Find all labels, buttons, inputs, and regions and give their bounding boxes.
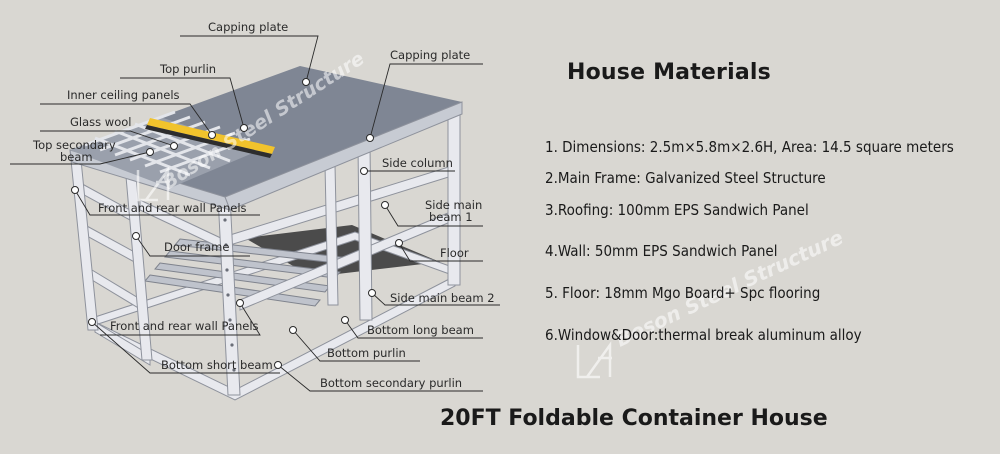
label-top-secondary-beam-2: beam [60, 150, 93, 164]
label-front-rear-wall-panels-top: Front and rear wall Panels [98, 201, 247, 215]
label-front-rear-wall-panels-bottom: Front and rear wall Panels [110, 319, 259, 333]
label-capping-plate-top: Capping plate [208, 20, 288, 34]
watermark-logo-2 [576, 341, 612, 379]
glass-wool-shadow [145, 125, 272, 158]
material-item-4: 4.Wall: 50mm EPS Sandwich Panel [545, 242, 778, 260]
materials-title: House Materials [567, 60, 771, 85]
label-side-main-beam-1-a: Side main [425, 198, 482, 212]
column-bolts [223, 218, 236, 372]
material-item-1: 1. Dimensions: 2.5m×5.8m×2.6H, Area: 14.… [545, 138, 954, 156]
material-item-6: 6.Window&Door:thermal break aluminum all… [545, 326, 862, 344]
label-bottom-long-beam: Bottom long beam [367, 323, 474, 337]
material-item-3: 3.Roofing: 100mm EPS Sandwich Panel [545, 201, 809, 219]
label-top-secondary-beam-1: Top secondary [32, 138, 116, 152]
label-leaders [10, 35, 500, 392]
watermark-logo-1 [136, 166, 170, 202]
label-top-purlin: Top purlin [159, 62, 216, 76]
label-inner-ceiling-panels: Inner ceiling panels [67, 88, 180, 102]
label-glass-wool: Glass wool [70, 115, 131, 129]
mid-column [324, 164, 339, 306]
label-door-frame: Door frame [164, 240, 229, 254]
material-item-5: 5. Floor: 18mm Mgo Board+ Spc flooring [545, 284, 821, 302]
label-floor: Floor [440, 246, 469, 260]
label-capping-plate-right: Capping plate [390, 48, 470, 62]
label-bottom-short-beam: Bottom short beam [161, 358, 273, 372]
floor-surface [245, 225, 440, 277]
label-texts: Capping plate Capping plate Top purlin I… [32, 20, 495, 390]
label-bottom-purlin: Bottom purlin [327, 346, 406, 360]
label-side-column: Side column [382, 156, 453, 170]
house-structure [69, 66, 463, 401]
main-title: 20FT Foldable Container House [440, 406, 828, 431]
house-materials-panel: House Materials 1. Dimensions: 2.5m×5.8m… [545, 60, 985, 344]
label-side-main-beam-1-b: beam 1 [429, 210, 473, 224]
material-item-2: 2.Main Frame: Galvanized Steel Structure [545, 169, 826, 187]
label-bottom-secondary-purlin: Bottom secondary purlin [320, 376, 462, 390]
label-side-main-beam-2: Side main beam 2 [390, 291, 495, 305]
